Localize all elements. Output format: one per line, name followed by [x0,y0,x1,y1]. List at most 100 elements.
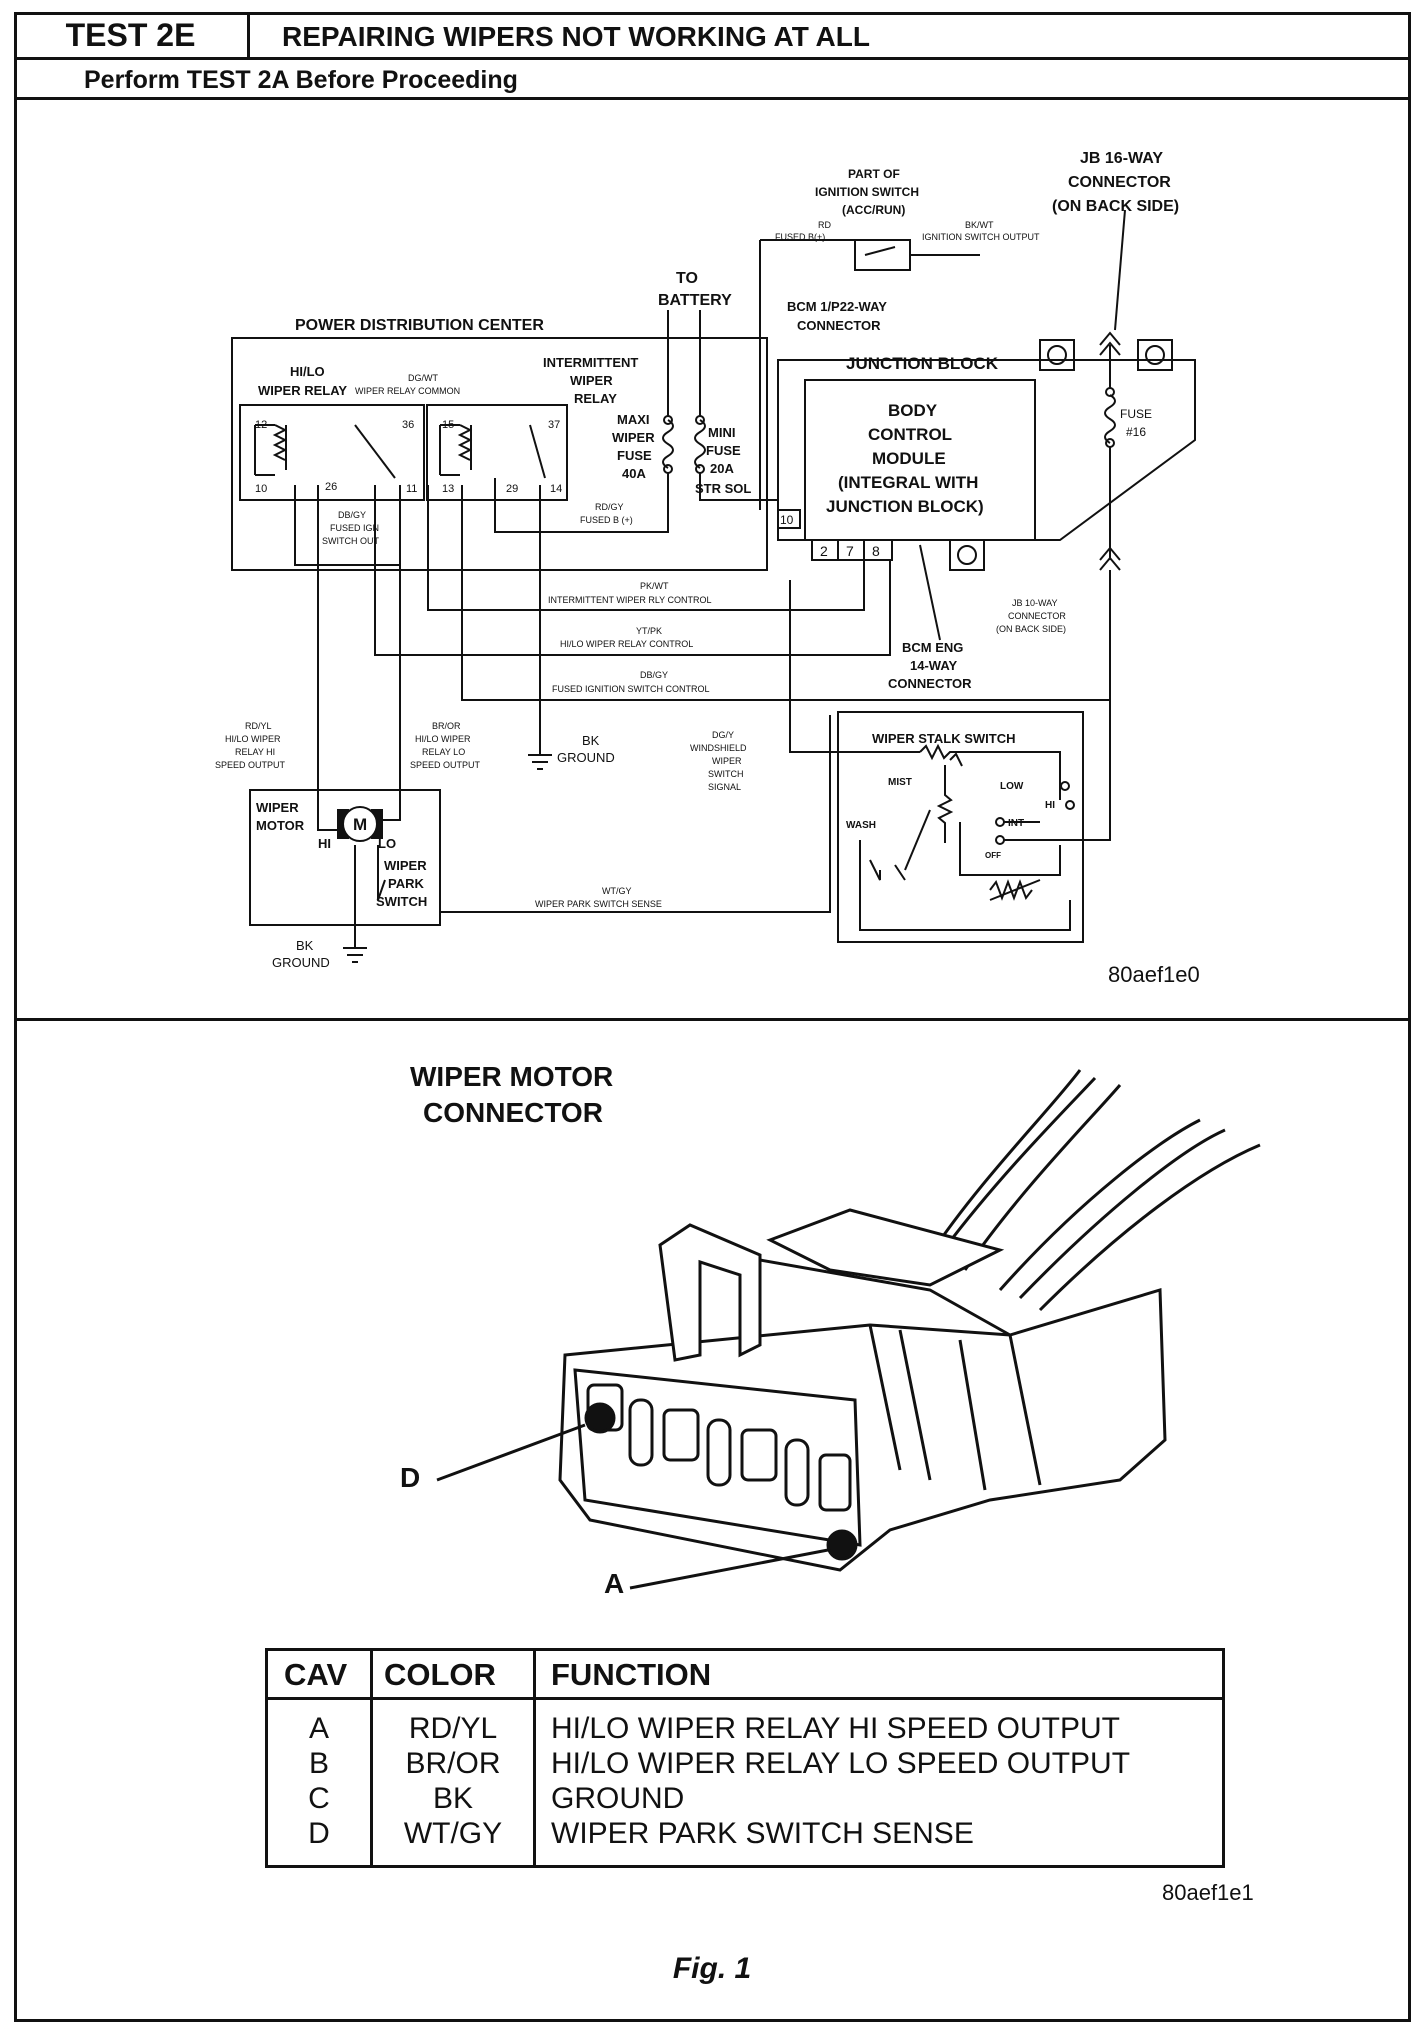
wtgy-label-2: WIPER PARK SWITCH SENSE [535,899,662,909]
mist-label: MIST [888,777,912,788]
connector-title-2: CONNECTOR [423,1097,603,1128]
bcm-label-5: JUNCTION BLOCK) [826,497,984,516]
page-frame [14,12,1411,2022]
pkwt-label-2: INTERMITTENT WIPER RLY CONTROL [548,595,712,605]
hilo-label-2: WIPER RELAY [258,383,347,398]
bcm-box [804,379,1036,541]
dgwt-label-2: WIPER RELAY COMMON [355,386,460,396]
rdyl-label-2: HI/LO WIPER [225,734,281,744]
jb16-label-1: JB 16-WAY [1080,150,1163,167]
callout-a: A [604,1568,625,1599]
pin-7: 7 [846,543,854,559]
motor-hi-label: HI [318,836,331,851]
hi-label: HI [1045,800,1055,811]
bcm-label-3: MODULE [872,449,946,468]
bcm14-label-1: BCM ENG [902,640,963,655]
header-function: FUNCTION [551,1657,712,1692]
motor-ground-label: GROUND [272,955,330,970]
park-label-2: PARK [388,876,424,891]
int-label: INT [1008,818,1024,829]
mini-label-1: MINI [708,425,735,440]
pin-8: 8 [872,543,880,559]
ignition-out-label-2: IGNITION SWITCH OUTPUT [922,232,1040,242]
callout-d: D [400,1462,421,1493]
jb16-label-2: CONNECTOR [1068,174,1171,191]
fuse16-label-2: #16 [1126,425,1146,439]
jb10-label-3: (ON BACK SIDE) [996,624,1066,634]
dgy-label-3: WIPER [712,756,742,766]
maxi-label-3: FUSE [617,448,652,463]
pin-13: 13 [442,483,454,495]
bcm22-label-1: BCM 1/P22-WAY [787,299,887,314]
wiper-stalk-switch-box [837,711,1084,943]
bcm14-label-3: CONNECTOR [888,676,972,691]
pin-36: 36 [402,419,414,431]
ground-bk-label: BK [582,733,600,748]
row-c-color: BK [432,1782,474,1815]
jb10-label-2: CONNECTOR [1008,611,1066,621]
section-divider [14,1018,1411,1021]
motor-label-1: WIPER [256,800,299,815]
wiring-schematic: POWER DISTRIBUTION CENTER TO BATTERY PAR… [215,150,1196,970]
dgwt-label-1: DG/WT [408,373,438,383]
pin-37: 37 [548,419,560,431]
ignition-switch [854,239,911,271]
dgy-label-4: SWITCH [708,769,744,779]
hilo-label-1: HI/LO [290,364,325,379]
maxi-label-1: MAXI [617,412,650,427]
bcm14-label-2: 14-WAY [910,658,958,673]
stalk-switch-label: WIPER STALK SWITCH [872,731,1015,746]
pdc-box [231,337,768,571]
row-b-color: BR/OR [405,1747,501,1780]
rdgy-label-2: FUSED B (+) [580,515,633,525]
maxi-label-2: WIPER [612,430,655,445]
pin-2: 2 [820,543,828,559]
ignition-label-3: (ACC/RUN) [842,203,905,217]
pin-15: 15 [442,419,454,431]
int-relay-label-1: INTERMITTENT [543,355,638,370]
cavity-table: CAV COLOR FUNCTION A RD/YL HI/LO WIPER R… [265,1648,1225,1868]
page-title: REPAIRING WIPERS NOT WORKING AT ALL [282,21,870,52]
junction-block-label: JUNCTION BLOCK [846,354,999,373]
int-relay-label-3: RELAY [574,391,617,406]
pin-12: 12 [255,419,267,431]
to-battery-label-2: BATTERY [658,292,732,309]
int-relay-label-2: WIPER [570,373,613,388]
dgy-label-1: DG/Y [712,730,734,740]
park-label-3: SWITCH [376,894,427,909]
ignition-label-2: IGNITION SWITCH [815,185,919,199]
wash-label: WASH [846,820,876,831]
mini-label-2: FUSE [706,443,741,458]
maxi-label-4: 40A [622,466,646,481]
wiper-motor-box [249,789,441,926]
ignition-in-label: RD [818,220,831,230]
pin-29: 29 [506,483,518,495]
pin-b10: 10 [780,513,794,527]
wiper-motor-connector-illustration [436,1069,1261,1590]
motor-m-label: M [353,815,367,834]
dbgy-label-1: DB/GY [338,510,366,520]
row-d-function: WIPER PARK SWITCH SENSE [551,1817,974,1850]
jb10-label-1: JB 10-WAY [1012,598,1058,608]
fuse16-label-1: FUSE [1120,407,1152,421]
motor-ground-bk-label: BK [296,938,314,953]
bcm22-label-2: CONNECTOR [797,318,881,333]
row-c-cav: C [308,1782,330,1815]
bcm-label-2: CONTROL [868,425,952,444]
ytpk-label-2: HI/LO WIPER RELAY CONTROL [560,639,693,649]
park-label-1: WIPER [384,858,427,873]
subheader-row [14,60,1411,100]
ytpk-label-1: YT/PK [636,626,662,636]
bcm-label-1: BODY [888,401,938,420]
ignition-out-label: BK/WT [965,220,994,230]
row-b-cav: B [308,1747,329,1780]
row-d-color: WT/GY [403,1817,503,1850]
page-subtitle: Perform TEST 2A Before Proceeding [84,66,518,94]
test-id: TEST 2E [14,12,250,60]
bcm-label-4: (INTEGRAL WITH [838,473,978,492]
low-label: LOW [1000,781,1024,792]
ignition-label-1: PART OF [848,167,900,181]
figure-caption: Fig. 1 [672,1952,752,1985]
header-cav: CAV [284,1657,348,1692]
rdyl-label-1: RD/YL [245,721,272,731]
